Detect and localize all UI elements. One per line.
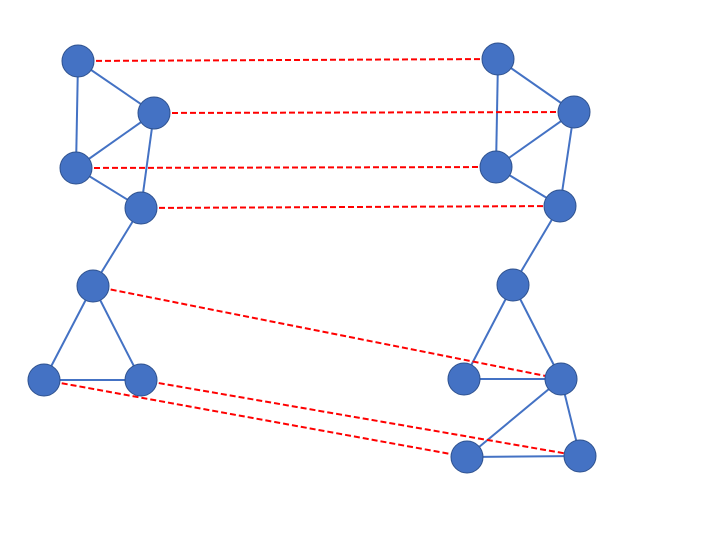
node-L2 [137,96,171,130]
node-R8 [450,440,484,474]
node-R7 [544,362,578,396]
match-L4-R4 [140,205,561,209]
node-L5 [76,269,110,303]
match-L3-R3 [75,166,497,169]
node-R3 [479,150,513,184]
node-L4 [124,191,158,225]
edge-R7-R8 [466,378,562,458]
node-R2 [557,95,591,129]
match-L1-R1 [77,58,499,62]
node-R6 [447,362,481,396]
match-layer [43,58,581,458]
node-R4 [543,189,577,223]
node-R1 [481,42,515,76]
edge-R5-R7 [512,284,562,380]
node-L7 [124,363,158,397]
match-L6-R8 [43,379,468,458]
edge-R5-R6 [463,284,514,380]
edge-L5-L7 [92,285,142,381]
node-R9 [563,439,597,473]
edge-L1-L3 [75,60,79,169]
node-L1 [61,44,95,78]
match-L2-R2 [153,111,575,114]
edge-L5-L6 [43,285,94,381]
edge-R8-R9 [466,455,581,458]
node-R5 [496,268,530,302]
node-layer [27,42,597,474]
match-L5-R7 [92,285,562,380]
match-L7-R9 [140,379,581,457]
node-L6 [27,363,61,397]
edge-layer [43,58,581,458]
node-L3 [59,151,93,185]
